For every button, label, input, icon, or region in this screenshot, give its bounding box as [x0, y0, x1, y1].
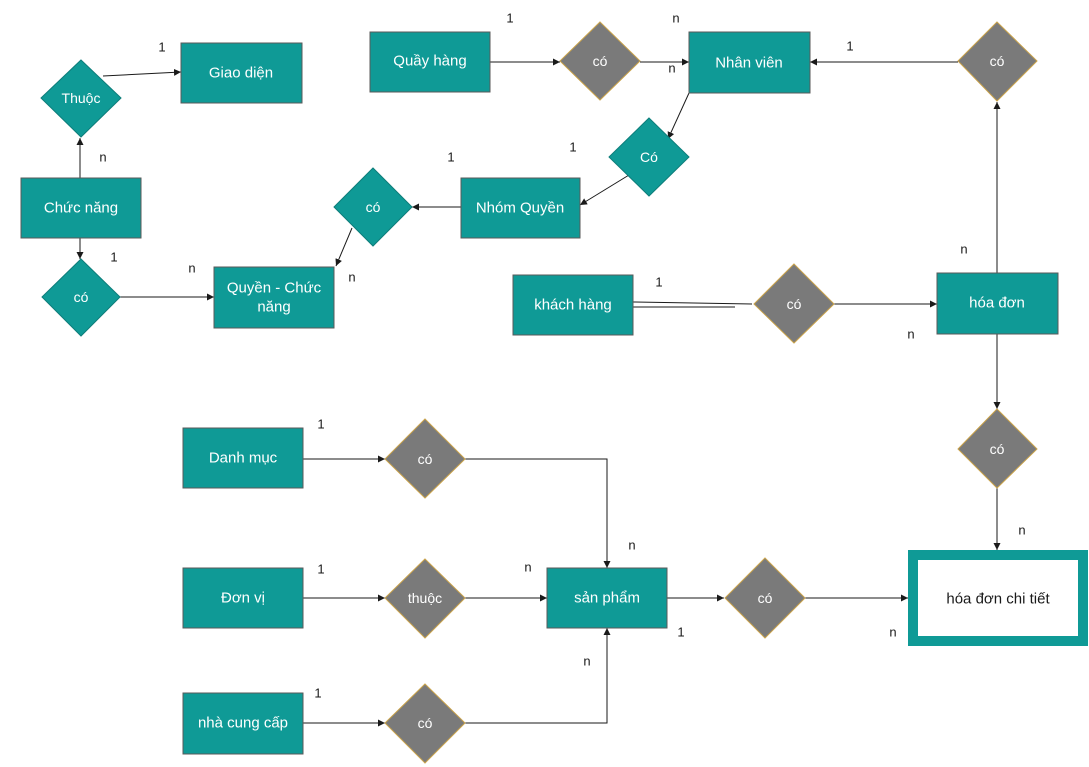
cardinality-label: n — [672, 11, 679, 26]
cardinality-labels: 1 n 1 n n 1 1 1 n n 1 n 1 n n n 1 n 1 n … — [99, 11, 1025, 701]
cardinality-label: n — [348, 270, 355, 285]
entity-label: Chức năng — [44, 200, 118, 217]
edges — [76, 58, 1001, 727]
relationship-label: có — [366, 199, 381, 215]
entity-label: hóa đơn — [969, 295, 1025, 312]
relationship-co-chuc-nang: có — [41, 258, 121, 337]
cardinality-label: n — [907, 327, 914, 342]
relationship-label: có — [990, 441, 1005, 457]
entity-don-vi: Đơn vị — [182, 567, 304, 629]
cardinality-label: n — [668, 61, 675, 76]
edge-co-san-pham-top — [465, 458, 611, 568]
relationship-co-san-pham-chi-tiet: có — [724, 557, 806, 639]
relationship-label: có — [418, 715, 433, 731]
entity-label: Quầy hàng — [393, 53, 466, 70]
cardinality-label: n — [188, 261, 195, 276]
cardinality-label: 1 — [569, 140, 576, 155]
entity-san-pham: sản phẩm — [546, 567, 668, 629]
relationship-label: thuộc — [408, 590, 442, 606]
relationship-co-khach-hoa-don: có — [753, 263, 835, 344]
cardinality-label: 1 — [317, 562, 324, 577]
entity-nhom-quyen: Nhóm Quyền — [460, 177, 581, 239]
entity-giao-dien: Giao diện — [180, 42, 303, 104]
cardinality-label: 1 — [314, 686, 321, 701]
entity-label: Nhóm Quyền — [476, 200, 564, 217]
entity-label: sản phẩm — [574, 590, 640, 607]
relationship-co-nhom-quyen: có — [333, 167, 413, 247]
cardinality-label: 1 — [447, 150, 454, 165]
entity-nha-cung-cap: nhà cung cấp — [182, 692, 304, 755]
entity-danh-muc: Danh mục — [182, 427, 304, 489]
cardinality-label: 1 — [110, 250, 117, 265]
entity-label: khách hàng — [534, 297, 612, 314]
entity-quay-hang: Quầy hàng — [369, 31, 491, 93]
relationship-thuoc-don-vi: thuộc — [384, 558, 466, 639]
relationship-co-nha-cung-cap: có — [384, 683, 466, 764]
entity-label-line1: Quyền - Chức — [227, 280, 322, 297]
edge-co-quyen-chuc-nang-2 — [335, 227, 353, 267]
relationship-co-hoa-don-nhan-vien: có — [957, 21, 1038, 102]
entity-quyen-chuc-nang: Quyền - Chức năng — [213, 266, 335, 329]
relationship-label: có — [593, 53, 608, 69]
cardinality-label: 1 — [317, 417, 324, 432]
entity-label: nhà cung cấp — [198, 715, 288, 732]
edge-khach-hang-co-a — [632, 301, 753, 305]
cardinality-label: n — [889, 625, 896, 640]
cardinality-label: n — [99, 150, 106, 165]
entity-label: Nhân viên — [715, 55, 783, 72]
relationship-thuoc-giao-dien: Thuộc — [40, 59, 122, 138]
cardinality-label: 1 — [655, 275, 662, 290]
cardinality-label: n — [960, 242, 967, 257]
cardinality-label: n — [628, 538, 635, 553]
cardinality-label: n — [583, 654, 590, 669]
relationship-label: có — [990, 53, 1005, 69]
entity-label: Giao diện — [209, 65, 273, 82]
cardinality-label: n — [1018, 523, 1025, 538]
entity-nhan-vien: Nhân viên — [688, 31, 811, 94]
relationship-label: có — [418, 451, 433, 467]
cardinality-label: 1 — [506, 11, 513, 26]
relationship-label: có — [74, 289, 89, 305]
relationship-co-danh-muc: có — [384, 418, 466, 499]
entity-label: Danh mục — [209, 450, 278, 467]
cardinality-label: 1 — [677, 625, 684, 640]
entity-hoa-don: hóa đơn — [936, 272, 1059, 335]
cardinality-label: 1 — [846, 39, 853, 54]
entity-label: hóa đơn chi tiết — [946, 591, 1050, 608]
relationship-co-quay-nhan-vien: có — [559, 21, 641, 101]
edge-nhan-vien-co — [667, 92, 690, 140]
entity-hoa-don-chi-tiet: hóa đơn chi tiết — [908, 550, 1088, 646]
entity-chuc-nang: Chức năng — [20, 177, 142, 239]
relationship-label: có — [758, 590, 773, 606]
edge-co-nhom-quyen — [579, 174, 630, 206]
entity-label-line2: năng — [257, 299, 290, 316]
relationship-co-hoa-don-chi-tiet: có — [957, 408, 1038, 489]
edge-co-san-pham-bottom — [465, 628, 611, 724]
entity-khach-hang: khách hàng — [512, 274, 634, 336]
entity-label: Đơn vị — [221, 590, 265, 607]
relationship-co-nhan-vien-nhom: Có — [608, 117, 690, 197]
relationship-label: Thuộc — [62, 90, 101, 106]
relationship-label: có — [787, 296, 802, 312]
cardinality-label: n — [524, 560, 531, 575]
edge-thuoc-giao-dien — [102, 68, 182, 77]
cardinality-label: 1 — [158, 40, 165, 55]
relationship-label: Có — [640, 149, 658, 165]
